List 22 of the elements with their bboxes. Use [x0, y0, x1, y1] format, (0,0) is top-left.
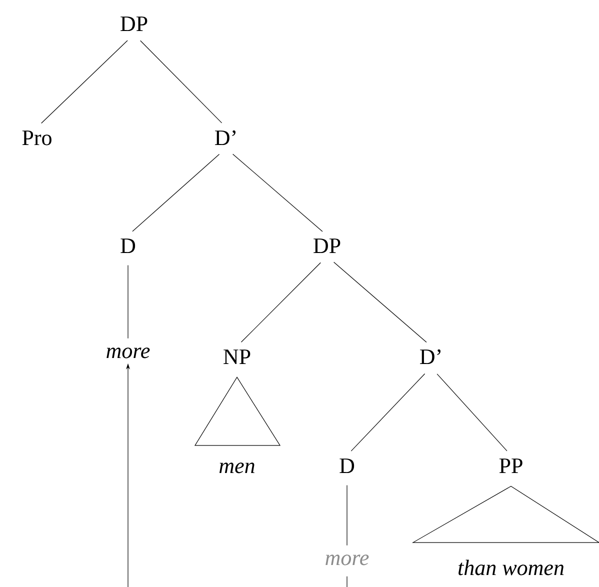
- category-label: D’: [215, 130, 236, 146]
- category-label: NP: [224, 350, 250, 364]
- leaf-word: men: [219, 462, 254, 474]
- branch-line: [41, 40, 128, 124]
- branch-line: [436, 374, 508, 452]
- leaf-word: more: [106, 348, 150, 358]
- category-label: DP: [120, 16, 148, 32]
- category-label: PP: [499, 458, 522, 473]
- category-label: D’: [420, 349, 440, 364]
- branch-line: [140, 40, 222, 124]
- category-label: DP: [314, 238, 340, 254]
- branch-line: [346, 484, 348, 546]
- branch-line: [240, 262, 321, 342]
- category-label: Pro: [22, 130, 52, 146]
- branch-line: [350, 373, 426, 452]
- category-label: D: [120, 238, 136, 254]
- leaf-word: more: [326, 554, 369, 566]
- leaf-word: than women: [458, 560, 564, 576]
- branch-line: [232, 154, 323, 232]
- branch-line: [132, 154, 220, 232]
- category-label: D: [340, 458, 354, 474]
- branch-line: [334, 262, 427, 343]
